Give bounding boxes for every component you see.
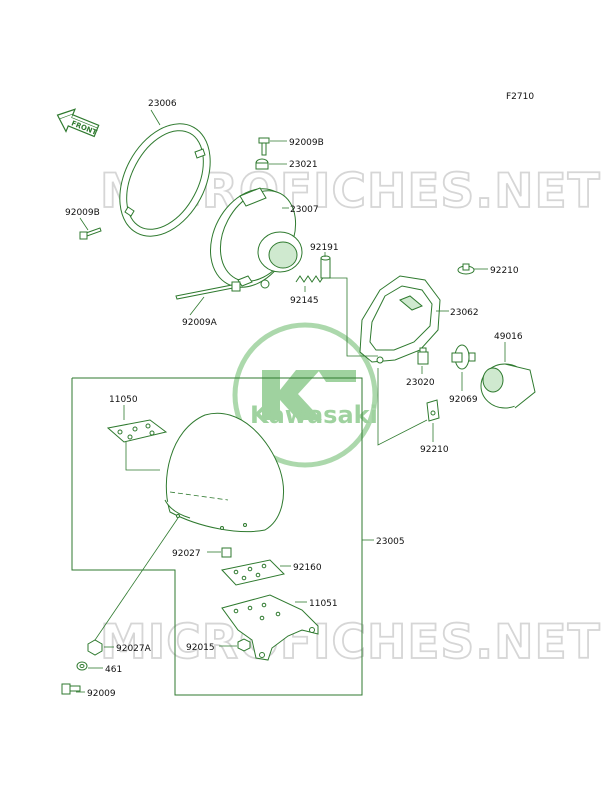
kawasaki-logo: Kawasaki [232, 322, 378, 468]
socket-23020 [417, 347, 429, 374]
label-23006: 23006 [148, 99, 177, 109]
label-11051: 11051 [309, 599, 338, 609]
label-92027a: 92027A [116, 644, 152, 654]
headlight-cowl [164, 412, 374, 541]
pad-11050 [106, 405, 168, 471]
spring-92145 [295, 275, 325, 292]
boot-49016 [480, 342, 536, 409]
front-arrow-icon: FRONT [56, 108, 100, 138]
label-92009b-top: 92009B [289, 138, 324, 148]
collar-92191 [320, 252, 331, 279]
label-11050: 11050 [109, 395, 138, 405]
label-92210-top: 92210 [490, 266, 519, 276]
label-92009a: 92009A [182, 318, 218, 328]
label-23020: 23020 [406, 378, 435, 388]
screw-92009a [175, 281, 241, 316]
screw-92009b-top [258, 137, 287, 156]
headlight-bracket [359, 275, 449, 364]
watermark-bottom: MICROFICHES.NET [100, 615, 601, 670]
label-92210-bottom: 92210 [420, 445, 449, 455]
label-92009: 92009 [87, 689, 116, 699]
label-92160: 92160 [293, 563, 322, 573]
label-92015: 92015 [186, 643, 215, 653]
label-23062: 23062 [450, 308, 479, 318]
figure-code: F2710 [506, 92, 534, 102]
label-23007: 23007 [290, 205, 319, 215]
bracket-92210-bottom [426, 399, 440, 442]
label-49016: 49016 [494, 332, 523, 342]
bolt-92210-top [457, 263, 488, 275]
nut-92027 [207, 547, 232, 558]
washer-461 [76, 661, 103, 671]
nut-92015 [219, 638, 251, 652]
nut-23021 [255, 158, 287, 170]
bolt-92009 [61, 683, 85, 695]
bulb-92069 [451, 344, 476, 391]
label-461: 461 [105, 665, 122, 675]
plate-92160 [221, 559, 291, 586]
screw-92009b-left [79, 217, 102, 240]
label-23005: 23005 [376, 537, 405, 547]
nut-92027a [87, 517, 179, 656]
headlight-unit [210, 187, 303, 289]
label-23021: 23021 [289, 160, 318, 170]
label-92069: 92069 [449, 395, 478, 405]
label-92027: 92027 [172, 549, 201, 559]
label-92009b-left: 92009B [65, 208, 100, 218]
label-92191: 92191 [310, 243, 339, 253]
bracket-11051 [221, 594, 319, 661]
logo-text: Kawasaki [250, 401, 378, 429]
assembly-frame [71, 377, 363, 696]
label-92145: 92145 [290, 296, 319, 306]
headlight-rim [119, 109, 211, 237]
